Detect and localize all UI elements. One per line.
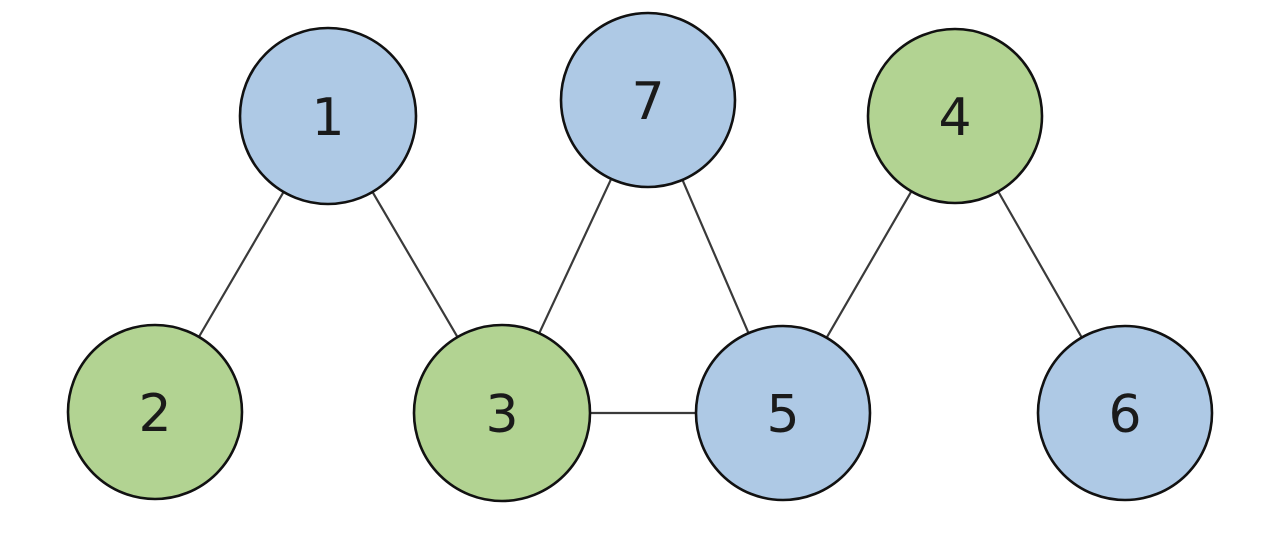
graph-node-circle-5[interactable] [694,324,872,502]
graph-node-3[interactable]: 3 [412,323,592,503]
graph-node-5[interactable]: 5 [694,324,872,502]
graph-edge-4-5 [824,189,914,340]
graph-node-label-6: 6 [1108,385,1141,445]
graph-node-circle-6[interactable] [1036,324,1214,502]
graph-node-2[interactable]: 2 [66,323,244,501]
graph-node-label-5: 5 [766,385,799,445]
graph-node-circle-3[interactable] [412,323,592,503]
graph-node-7[interactable]: 7 [559,11,737,189]
graph-node-6[interactable]: 6 [1036,324,1214,502]
edge-layer [197,176,1084,415]
graph-node-4[interactable]: 4 [866,27,1044,205]
graph-node-label-4: 4 [938,88,971,148]
graph-node-circle-2[interactable] [66,323,244,501]
graph-node-label-3: 3 [485,385,518,445]
graph-node-circle-7[interactable] [559,11,737,189]
graph-edge-1-2 [197,190,286,339]
graph-node-circle-4[interactable] [866,27,1044,205]
graph-edge-4-6 [996,189,1084,340]
graph-node-circle-1[interactable] [238,26,418,206]
graph-edge-7-5 [680,177,751,336]
graph-node-label-7: 7 [631,72,664,132]
graph-node-label-1: 1 [311,88,344,148]
graph-edge-1-3 [370,189,460,340]
graph-node-label-2: 2 [138,384,171,444]
node-layer: 1 2 3 4 5 6 7 [66,11,1214,503]
graph-edge-7-3 [537,176,613,336]
graph-node-1[interactable]: 1 [238,26,418,206]
